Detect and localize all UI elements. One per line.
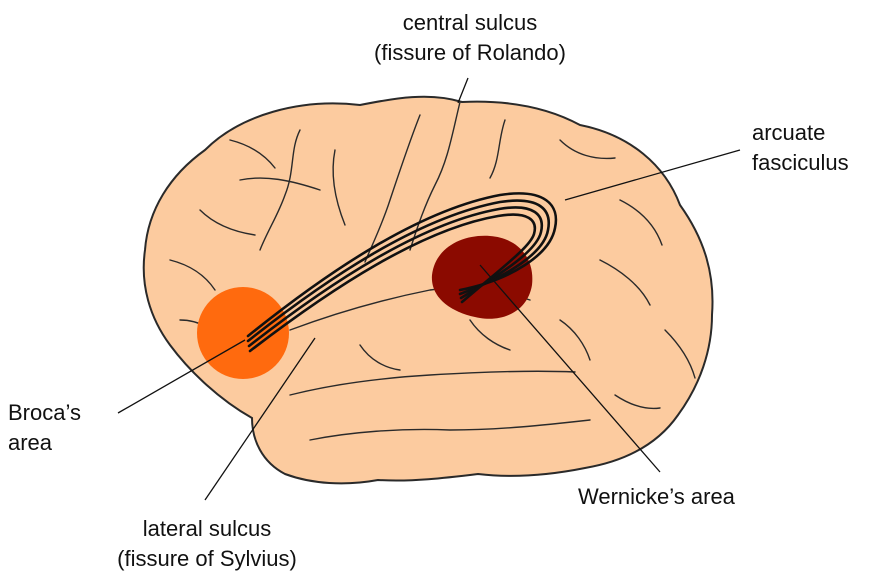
- central-sulcus-line1: central sulcus: [330, 8, 610, 38]
- arcuate-line2: fasciculus: [752, 148, 849, 178]
- brocas-line2: area: [8, 428, 81, 458]
- brocas-area-label: Broca’s area: [8, 398, 81, 458]
- central-sulcus-label: central sulcus (fissure of Rolando): [330, 8, 610, 68]
- wernickes-area-label: Wernicke’s area: [578, 482, 735, 512]
- central-sulcus-line2: (fissure of Rolando): [330, 38, 610, 68]
- lateral-sulcus-line2: (fissure of Sylvius): [82, 544, 332, 574]
- wernickes-line1: Wernicke’s area: [578, 482, 735, 512]
- lateral-sulcus-label: lateral sulcus (fissure of Sylvius): [82, 514, 332, 574]
- arcuate-line1: arcuate: [752, 118, 849, 148]
- arcuate-fasciculus-label: arcuate fasciculus: [752, 118, 849, 178]
- leader-central-sulcus: [458, 78, 468, 103]
- lateral-sulcus-line1: lateral sulcus: [82, 514, 332, 544]
- brocas-line1: Broca’s: [8, 398, 81, 428]
